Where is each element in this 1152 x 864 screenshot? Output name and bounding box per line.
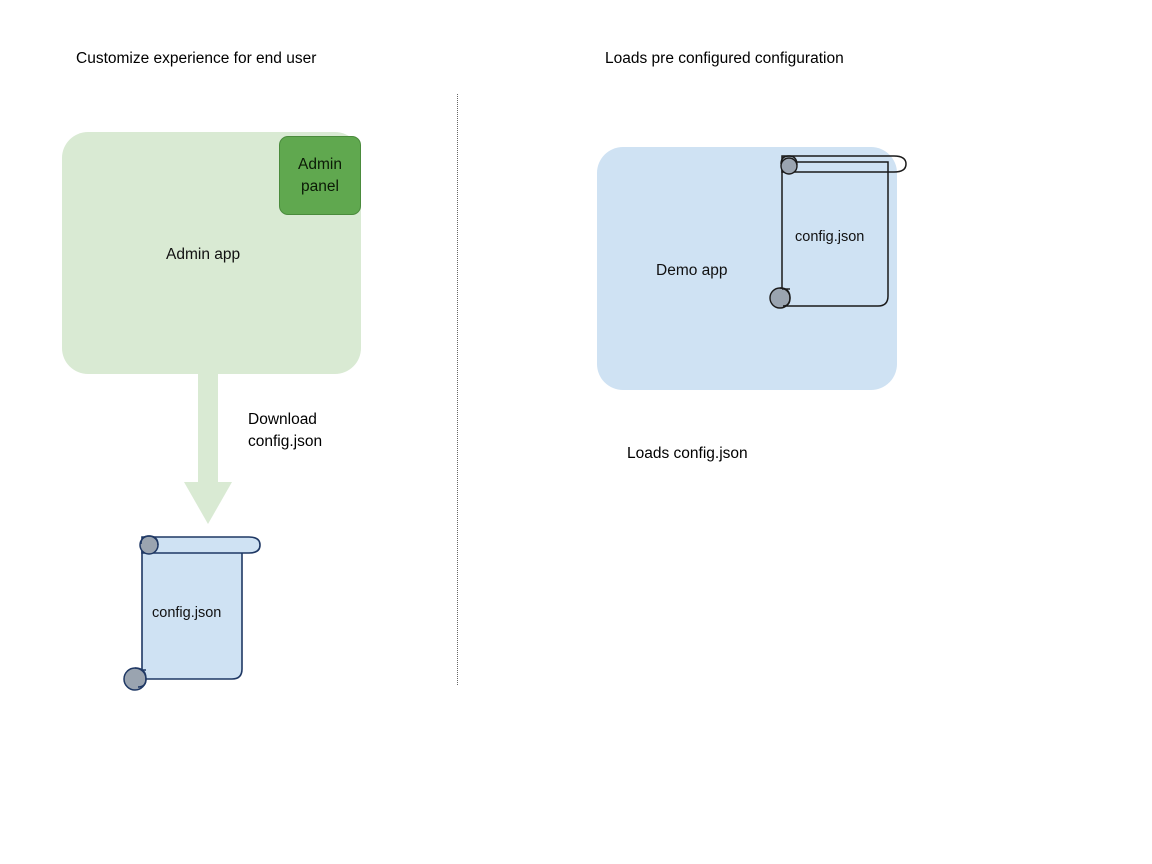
config-json-label-left: config.json [152,605,222,621]
admin-panel-label-line1: Admin [298,155,342,173]
download-label-line1: Download [248,411,317,428]
left-section-heading: Customize experience for end user [76,50,317,67]
download-label-line2: config.json [248,433,323,450]
demo-app-container [597,147,897,390]
config-json-document-left[interactable] [118,525,268,693]
right-section-heading: Loads pre configured configuration [605,50,844,67]
admin-panel-label-line2: panel [301,177,339,195]
config-json-document-right[interactable] [768,148,914,312]
download-arrow-icon [184,370,232,524]
demo-app-label: Demo app [656,262,728,279]
loads-config-caption: Loads config.json [627,445,748,462]
admin-panel-chip[interactable]: Admin panel [279,136,361,215]
download-arrow-label: Download config.json [248,409,322,453]
section-divider [457,94,458,685]
admin-app-label: Admin app [166,246,241,263]
config-json-label-right: config.json [795,229,865,245]
